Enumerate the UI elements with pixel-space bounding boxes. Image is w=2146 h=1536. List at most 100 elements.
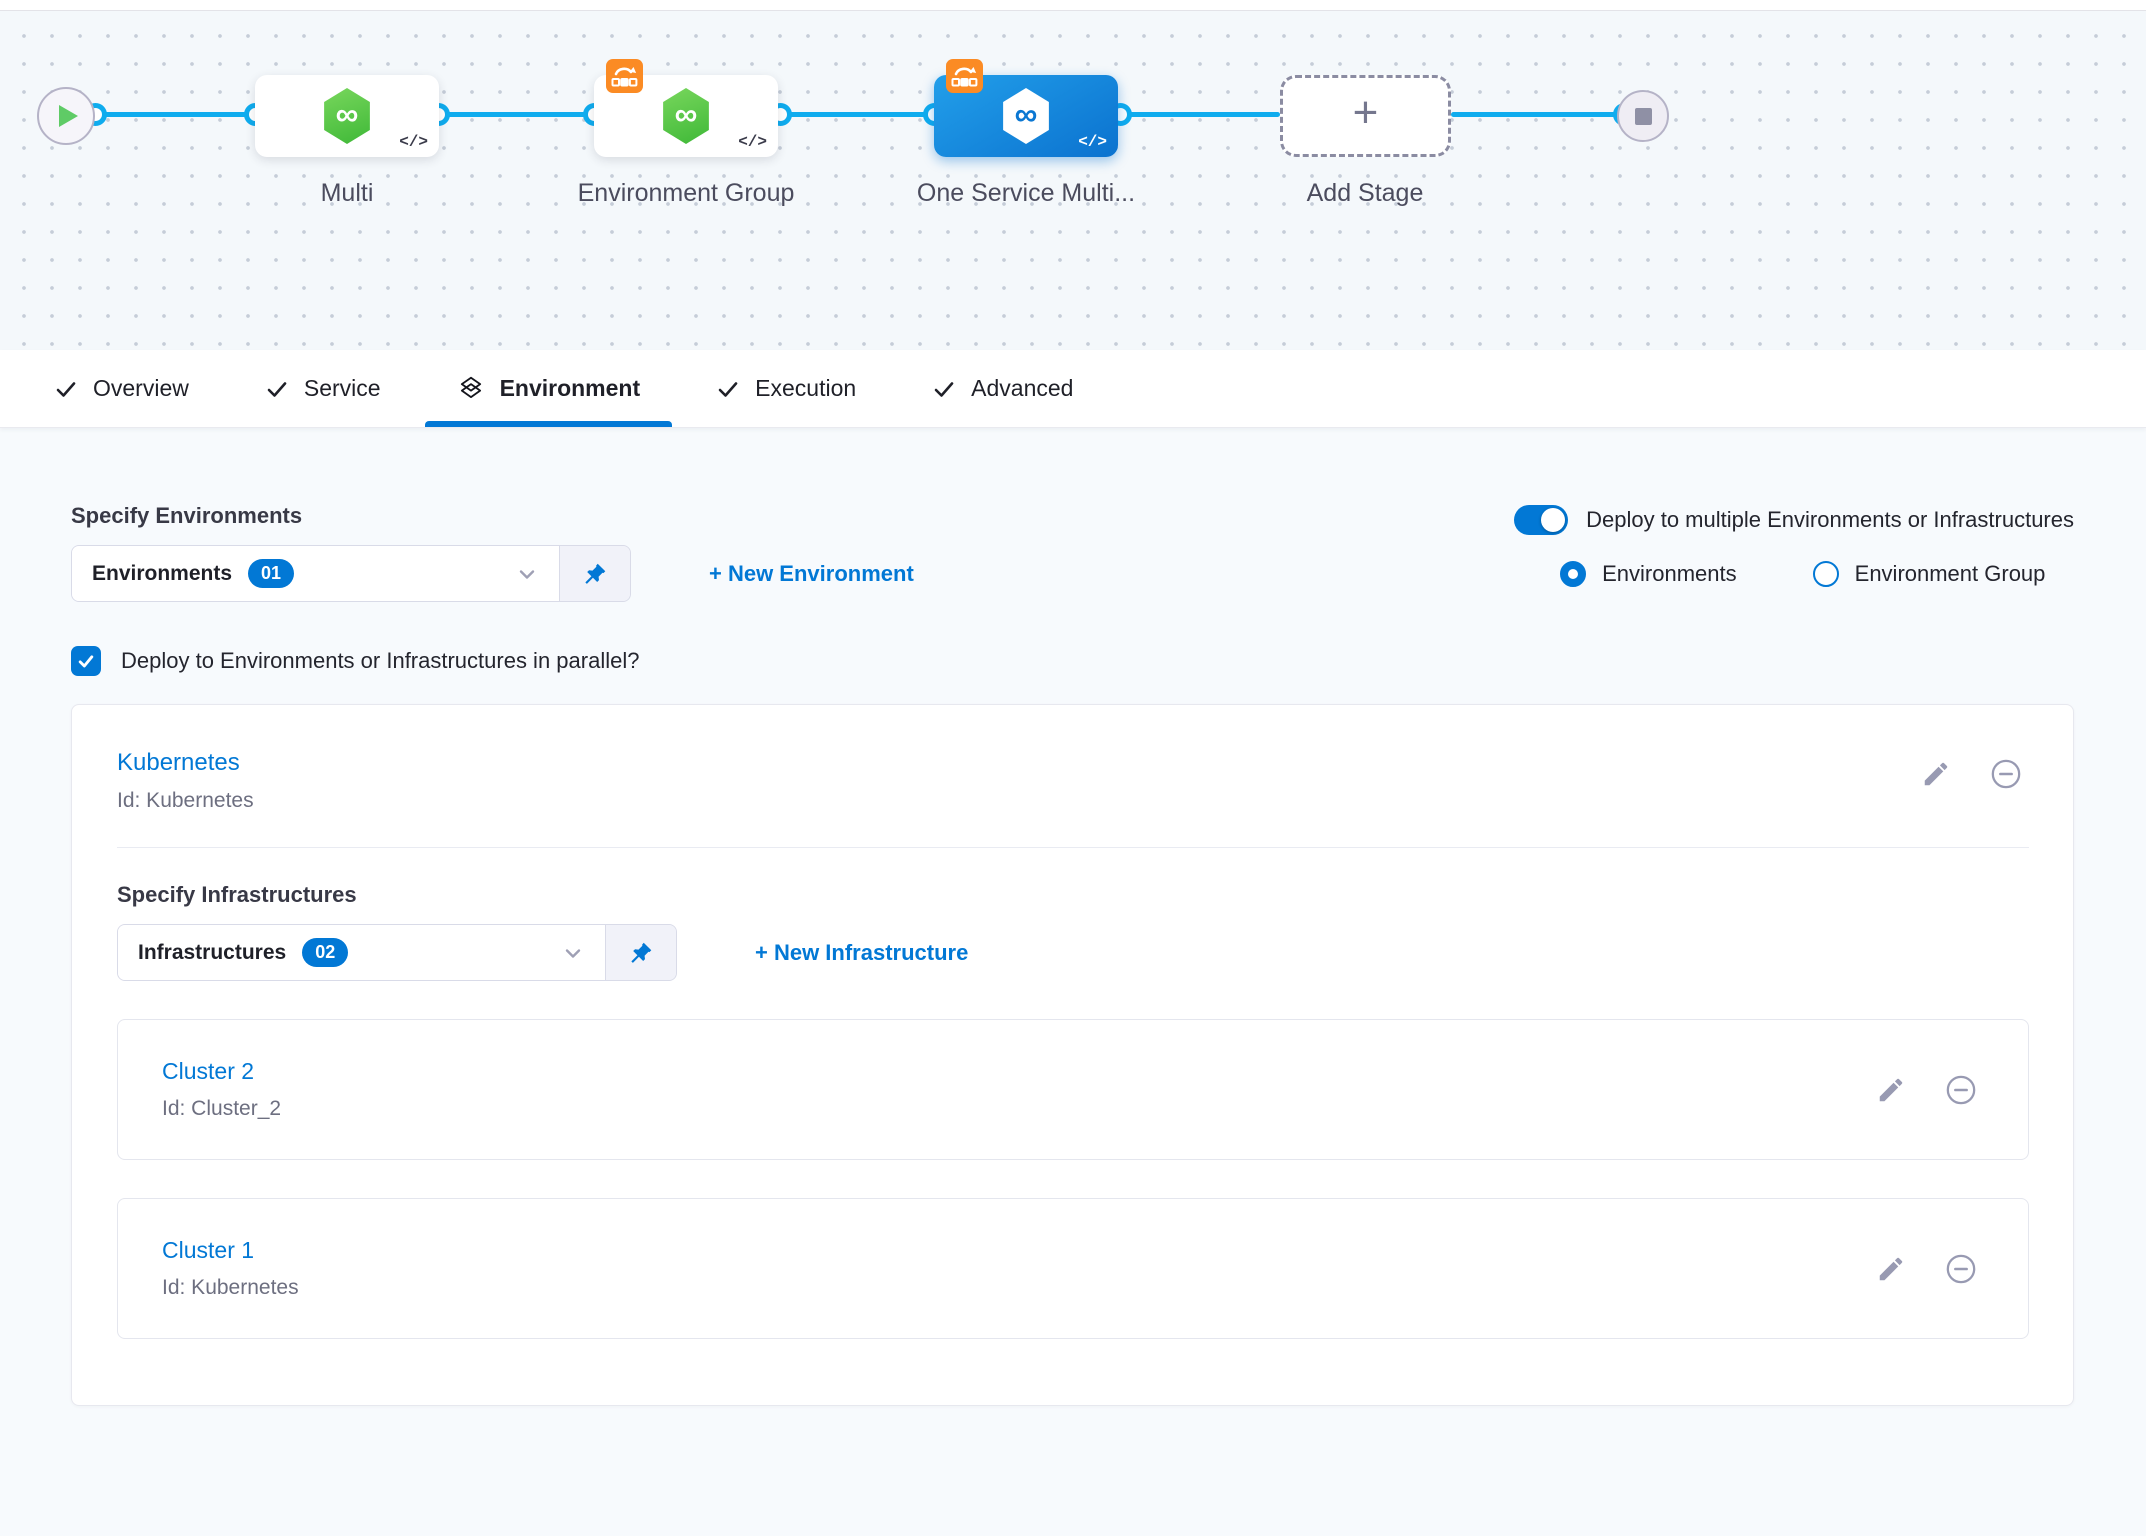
- new-environment-link[interactable]: + New Environment: [709, 560, 914, 586]
- radio-environment-group-label: Environment Group: [1854, 561, 2046, 586]
- environment-layers-icon: [460, 376, 481, 398]
- infrastructure-titles: Cluster 2 Id: Cluster_2: [162, 1058, 281, 1121]
- environment-card-kubernetes: Kubernetes Id: Kubernetes: [71, 704, 2074, 1406]
- chevron-down-icon: [515, 562, 539, 586]
- new-infrastructure-link[interactable]: + New Infrastructure: [755, 939, 969, 965]
- infrastructure-title-link[interactable]: Cluster 1: [162, 1237, 255, 1263]
- remove-infrastructure-button[interactable]: [1944, 1073, 1978, 1107]
- tab-service[interactable]: Service: [227, 350, 419, 427]
- infrastructures-dropdown-select[interactable]: Infrastructures 02: [118, 925, 606, 980]
- tab-advanced[interactable]: Advanced: [894, 350, 1111, 427]
- specify-environments-block: Specify Environments Environments 01: [71, 503, 914, 602]
- deploy-infinity-icon: ∞: [674, 96, 698, 132]
- environment-card-titles: Kubernetes Id: Kubernetes: [117, 749, 254, 813]
- pipeline-canvas[interactable]: ∞ </> Multi ∞ </> Environment Group: [0, 0, 2146, 350]
- pencil-icon: [1879, 1257, 1903, 1280]
- connector-line: [1120, 112, 1280, 117]
- deploy-multiple-toggle[interactable]: [1514, 505, 1569, 535]
- toggle-knob: [1541, 508, 1566, 532]
- code-icon: </>: [738, 133, 767, 151]
- infrastructures-dropdown: Infrastructures 02: [117, 924, 677, 981]
- minus-circle-icon: [1946, 1254, 1976, 1283]
- header-strip: [0, 0, 2146, 11]
- stage-label: Multi: [320, 179, 374, 207]
- pin-environments-button[interactable]: [560, 546, 630, 601]
- stage-node-multi[interactable]: ∞ </>: [255, 75, 439, 157]
- check-icon: [78, 655, 94, 668]
- tab-overview[interactable]: Overview: [16, 350, 227, 427]
- play-icon: [59, 105, 78, 127]
- stage-node-environment-group[interactable]: ∞ </>: [594, 59, 778, 157]
- stage-node-one-service-multi[interactable]: ∞ </>: [934, 59, 1118, 157]
- environment-title-link[interactable]: Kubernetes: [117, 749, 240, 776]
- infrastructures-dropdown-value: Infrastructures: [138, 940, 287, 964]
- tab-label: Advanced: [971, 375, 1074, 401]
- pencil-icon: [1879, 1078, 1903, 1101]
- infrastructure-titles: Cluster 1 Id: Kubernetes: [162, 1237, 299, 1300]
- deploy-infinity-icon: ∞: [335, 96, 359, 132]
- check-icon: [267, 381, 287, 397]
- check-icon: [56, 381, 76, 397]
- check-icon: [934, 381, 954, 397]
- deploy-infinity-icon: ∞: [1014, 96, 1038, 132]
- deploy-options-block: Deploy to multiple Environments or Infra…: [1514, 503, 2074, 587]
- code-icon: </>: [1078, 133, 1107, 151]
- infrastructure-id: Id: Cluster_2: [162, 1097, 282, 1120]
- environments-count-badge: 01: [248, 559, 295, 588]
- pencil-icon: [1924, 762, 1948, 786]
- deploy-stage-icon: ∞: [663, 88, 709, 144]
- environments-dropdown: Environments 01: [71, 545, 631, 602]
- deploy-parallel-checkbox[interactable]: [71, 646, 101, 676]
- environments-dropdown-value: Environments: [92, 561, 233, 585]
- deploy-stage-icon: ∞: [324, 88, 370, 144]
- pipeline-start-node: [37, 87, 95, 145]
- remove-environment-button[interactable]: [1989, 757, 2023, 791]
- connector-line: [95, 112, 255, 117]
- tab-environment[interactable]: Environment: [419, 350, 679, 427]
- connector-line: [1451, 112, 1624, 117]
- minus-circle-icon: [1946, 1075, 1976, 1104]
- infrastructure-card-cluster-1: Cluster 1 Id: Kubernetes: [117, 1198, 2029, 1339]
- pin-infrastructures-button[interactable]: [606, 925, 676, 980]
- check-icon: [718, 381, 738, 397]
- stage-label: Environment Group: [577, 179, 795, 207]
- deploy-parallel-checkbox-label: Deploy to Environments or Infrastructure…: [121, 648, 640, 673]
- pipeline-end-node: [1617, 90, 1669, 142]
- stage-tabbar: Overview Service Environment Execution A…: [0, 350, 2146, 428]
- add-stage-button[interactable]: +: [1280, 75, 1451, 157]
- specify-infrastructures-label: Specify Infrastructures: [117, 882, 357, 907]
- environment-id: Id: Kubernetes: [117, 789, 254, 812]
- edit-infrastructure-button[interactable]: [1876, 1254, 1906, 1284]
- minus-circle-icon: [1991, 759, 2021, 789]
- stage-label: One Service Multi...: [916, 179, 1136, 207]
- code-icon: </>: [399, 133, 428, 151]
- tab-label: Environment: [499, 375, 641, 401]
- infrastructure-title-link[interactable]: Cluster 2: [162, 1058, 255, 1084]
- pin-icon: [631, 942, 652, 963]
- multi-deployment-badge-icon: [946, 59, 983, 93]
- tab-label: Service: [303, 375, 381, 401]
- environments-dropdown-select[interactable]: Environments 01: [72, 546, 560, 601]
- deploy-stage-icon: ∞: [1003, 88, 1049, 144]
- specify-environments-label: Specify Environments: [71, 503, 303, 528]
- pin-icon: [585, 563, 606, 584]
- stop-icon: [1634, 107, 1652, 125]
- plus-icon: +: [1352, 88, 1379, 137]
- edit-environment-button[interactable]: [1921, 759, 1951, 789]
- connector-line: [780, 112, 934, 117]
- radio-environment-group[interactable]: [1812, 561, 1839, 587]
- chevron-down-icon: [561, 941, 585, 965]
- tab-label: Execution: [755, 375, 857, 401]
- infrastructure-card-cluster-2: Cluster 2 Id: Cluster_2: [117, 1019, 2029, 1160]
- edit-infrastructure-button[interactable]: [1876, 1075, 1906, 1105]
- multi-deployment-badge-icon: [606, 59, 643, 93]
- environment-tab-content: Specify Environments Environments 01: [0, 428, 2146, 1406]
- connector-line: [438, 112, 594, 117]
- card-divider: [117, 847, 2029, 848]
- infrastructure-id: Id: Kubernetes: [162, 1276, 299, 1299]
- radio-environments-label: Environments: [1602, 561, 1737, 586]
- remove-infrastructure-button[interactable]: [1944, 1252, 1978, 1286]
- tab-execution[interactable]: Execution: [678, 350, 894, 427]
- radio-environments[interactable]: [1560, 561, 1587, 587]
